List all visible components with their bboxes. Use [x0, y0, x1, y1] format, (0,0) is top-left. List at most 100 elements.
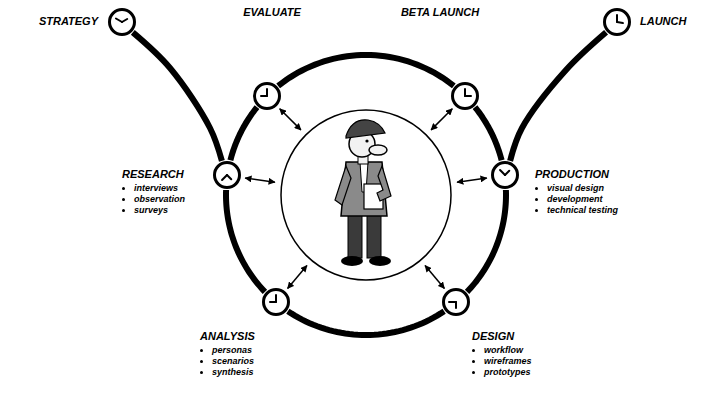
label-block: STRATEGY	[39, 15, 98, 28]
clock-rim	[453, 84, 478, 109]
clock-hand	[261, 95, 267, 97]
label-block: PRODUCTION visual designdevelopmenttechni…	[535, 168, 618, 216]
clock-face	[442, 288, 470, 316]
figure-leg	[348, 213, 362, 258]
clock-hand	[449, 301, 456, 303]
clock-hand	[116, 19, 122, 23]
bullet-list: workflowwireframesprototypes	[472, 345, 532, 378]
clock-face	[491, 161, 519, 189]
stage-heading: BETA LAUNCH	[401, 6, 479, 19]
figure-leg	[367, 213, 381, 258]
stage-heading: LAUNCH	[640, 15, 686, 28]
user-circle	[281, 110, 451, 280]
activity-item: interviews	[134, 183, 185, 194]
clock-rim	[444, 290, 469, 315]
stage-clock-node: BETA LAUNCH	[451, 82, 479, 110]
cycle-connector	[230, 107, 257, 160]
figure-arm	[335, 166, 351, 205]
clock-face	[108, 8, 136, 36]
activity-item: technical testing	[547, 205, 618, 216]
stage-heading: PRODUCTION	[535, 168, 618, 181]
stage-clock-node: LAUNCH	[603, 8, 631, 36]
clock-hand	[266, 89, 268, 96]
clock-hand	[222, 175, 227, 180]
activity-item: scenarios	[212, 356, 255, 367]
cycle-connector	[288, 311, 444, 335]
clock-hand	[465, 95, 471, 97]
user-figure	[335, 120, 391, 266]
clock-hand	[500, 170, 505, 175]
cycle-connector	[133, 32, 222, 161]
user-arrows	[245, 109, 487, 289]
stage-heading: ANALYSIS	[200, 330, 255, 343]
double-arrow	[431, 109, 452, 130]
clock-rim	[255, 84, 280, 109]
double-arrow	[245, 178, 275, 182]
activity-item: visual design	[547, 183, 618, 194]
activity-item: development	[547, 194, 618, 205]
cycle-connector	[278, 55, 454, 86]
clock-rim	[110, 10, 135, 35]
cycle-connector	[475, 107, 502, 160]
clock-hand	[227, 175, 231, 179]
activity-item: wireframes	[484, 356, 532, 367]
activity-item: workflow	[484, 345, 532, 356]
label-block: LAUNCH	[640, 15, 686, 28]
cycle-connector	[226, 190, 265, 292]
bullet-list: interviewsobservationsurveys	[122, 183, 185, 216]
clock-face	[262, 288, 290, 316]
clock-hand	[505, 171, 509, 175]
clock-face	[213, 161, 241, 189]
activity-item: surveys	[134, 205, 185, 216]
clock-rim	[264, 290, 289, 315]
clock-hand	[616, 15, 618, 22]
stage-heading: DESIGN	[472, 330, 532, 343]
clock-rim	[215, 163, 240, 188]
activity-item: personas	[212, 345, 255, 356]
clock-face	[451, 82, 479, 110]
clock-rim	[493, 163, 518, 188]
bullet-list: visual designdevelopmenttechnical testin…	[535, 183, 618, 216]
figure-nose	[369, 145, 387, 155]
clock-hand	[464, 89, 466, 96]
label-block: EVALUATE	[243, 6, 301, 19]
cycle-connector	[467, 190, 506, 292]
double-arrow	[457, 178, 487, 182]
stage-clock-node: DESIGNworkflowwireframesprototypes	[442, 288, 470, 316]
clock-hand	[275, 295, 277, 302]
stage-heading: STRATEGY	[39, 15, 98, 28]
double-arrow	[425, 266, 444, 289]
label-block: BETA LAUNCH	[401, 6, 479, 19]
clock-hand	[122, 19, 127, 22]
clock-rim	[605, 10, 630, 35]
figure-shoe	[369, 256, 391, 266]
figure-arm	[377, 166, 391, 201]
stage-clock-node: ANALYSISpersonasscenariossynthesis	[262, 288, 290, 316]
stage-clock-node: STRATEGY	[108, 8, 136, 36]
bullet-list: personasscenariossynthesis	[200, 345, 255, 378]
stage-clock-node: EVALUATE	[253, 82, 281, 110]
clock-face	[603, 8, 631, 36]
clock-hand	[455, 302, 457, 308]
clock-hand	[270, 301, 276, 303]
double-arrow	[280, 109, 301, 130]
clock-face	[253, 82, 281, 110]
figure-cap	[346, 120, 385, 138]
label-block: ANALYSIS personasscenariossynthesis	[200, 330, 255, 378]
activity-item: observation	[134, 194, 185, 205]
activity-item: synthesis	[212, 367, 255, 378]
clock-hand	[617, 22, 623, 23]
label-block: DESIGN workflowwireframesprototypes	[472, 330, 532, 378]
activity-item: prototypes	[484, 367, 532, 378]
label-block: RESEARCH interviewsobservationsurveys	[122, 168, 185, 216]
stage-clock-node: RESEARCHinterviewsobservationsurveys	[213, 161, 241, 189]
stage-heading: EVALUATE	[243, 6, 301, 19]
stage-clock-node: PRODUCTIONvisual designdevelopmenttechni…	[491, 161, 519, 189]
double-arrow	[288, 266, 307, 289]
figure-eye	[365, 139, 368, 142]
figure-shoe	[341, 256, 363, 266]
cycle-connector	[510, 32, 606, 161]
stage-heading: RESEARCH	[122, 168, 185, 181]
